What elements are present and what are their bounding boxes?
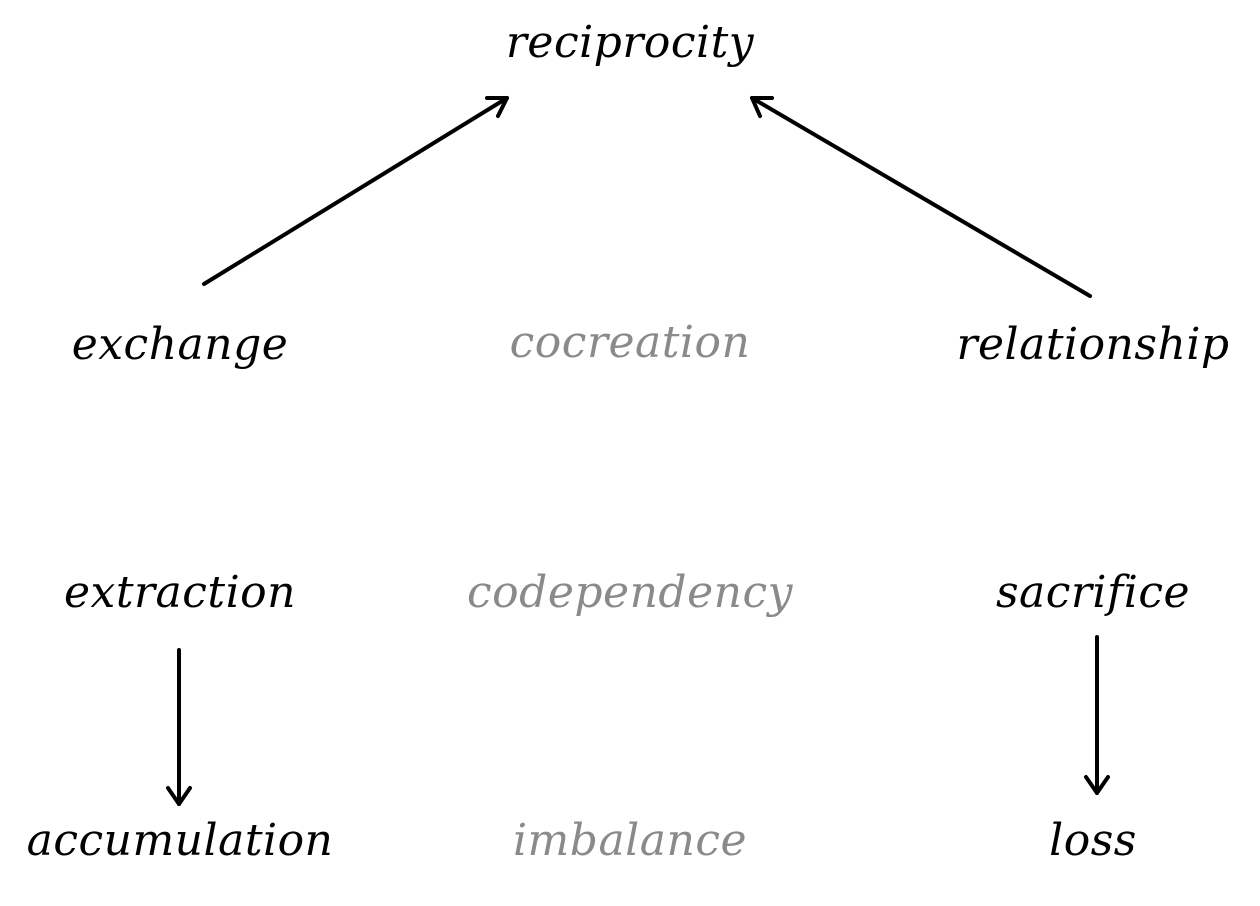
node-relationship: relationship	[956, 319, 1230, 370]
arrow-exchange-to-reciprocity	[202, 96, 509, 286]
node-accumulation: accumulation	[26, 815, 334, 866]
node-exchange: exchange	[71, 319, 289, 370]
arrow-extraction-to-accumulation	[166, 648, 192, 806]
node-cocreation: cocreation	[509, 317, 751, 368]
node-reciprocity: reciprocity	[505, 17, 755, 68]
arrow-relationship-to-reciprocity	[750, 96, 1092, 298]
node-sacrifice: sacrifice	[995, 567, 1191, 618]
node-extraction: extraction	[63, 567, 297, 618]
node-imbalance: imbalance	[512, 815, 748, 866]
node-codependency: codependency	[467, 567, 793, 618]
node-loss: loss	[1049, 815, 1137, 866]
arrow-sacrifice-to-loss	[1084, 635, 1110, 795]
